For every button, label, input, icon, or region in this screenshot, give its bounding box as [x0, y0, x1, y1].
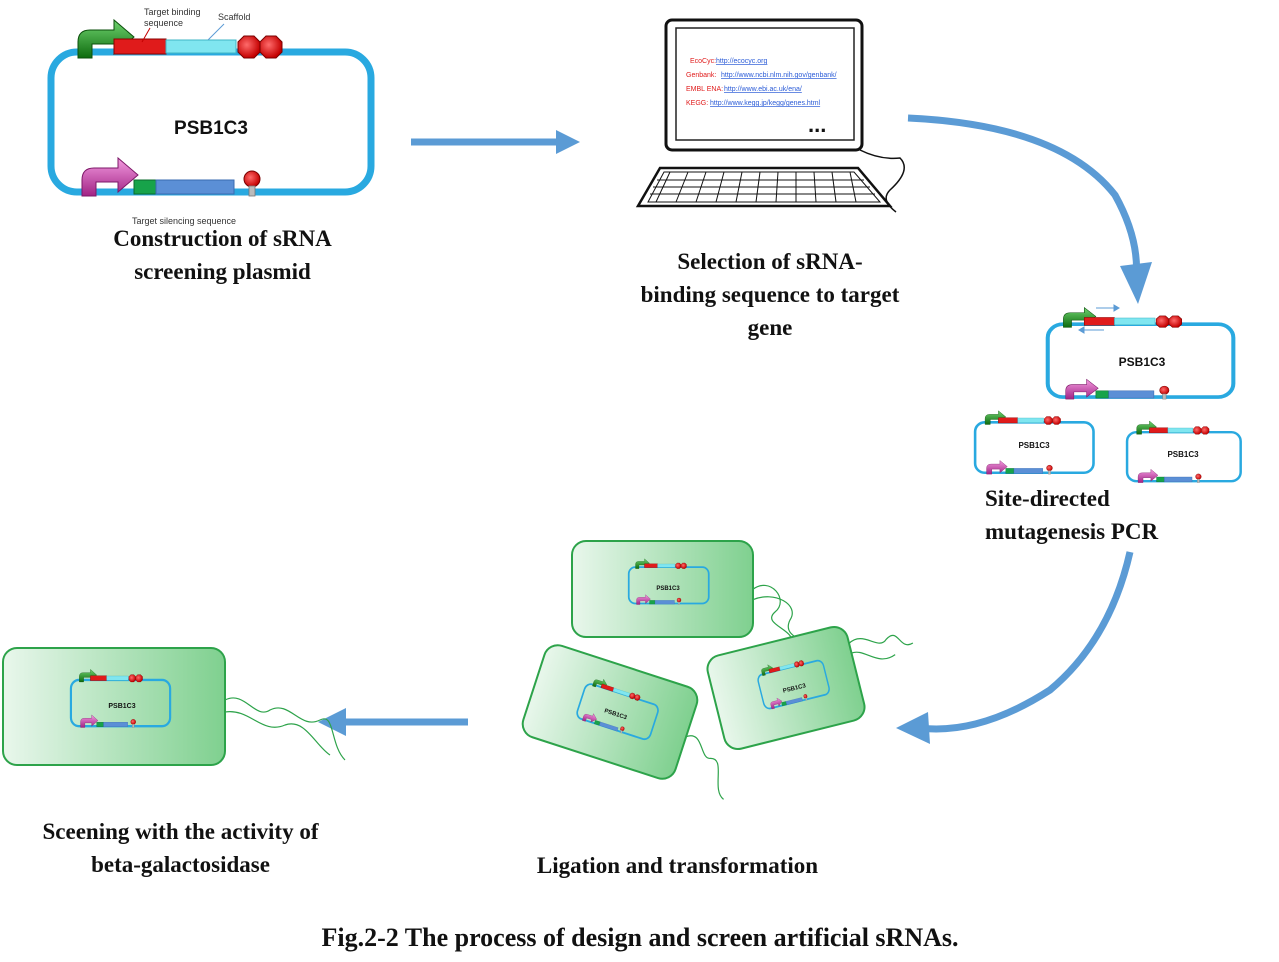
plasmid-name-main: PSB1C3	[174, 118, 248, 139]
arrow-to-mutagenesis	[907, 114, 1152, 304]
screen-ellipsis: ...	[808, 112, 826, 137]
arrow-to-screening	[318, 708, 468, 736]
db-name: EMBL ENA:	[686, 86, 723, 93]
scaffold-pointer	[207, 23, 225, 41]
caption-line: Selection of sRNA-	[677, 249, 863, 274]
caption-construction: Construction of sRNA screening plasmid	[90, 222, 355, 288]
screening-cell: PSB1C3	[2, 647, 346, 766]
db-url[interactable]: http://ecocyc.org	[716, 58, 767, 65]
caption-line: Ligation and transformation	[536, 853, 819, 878]
plasmid-name-small: PSB1C3	[1018, 441, 1050, 450]
plasmid-name-cell: PSB1C3	[782, 683, 807, 695]
db-name: KEGG:	[686, 100, 708, 107]
caption-mutagenesis: Site-directed mutagenesis PCR	[985, 482, 1205, 548]
target-binding-pointer	[141, 27, 151, 43]
caption-screening: Sceening with the activity of beta-galac…	[18, 815, 343, 881]
arrow-to-selection	[411, 130, 580, 154]
scaffold-label: Scaffold	[218, 12, 250, 22]
caption-selection: Selection of sRNA- binding sequence to t…	[625, 245, 915, 344]
bacterial-cell: PSB1C3	[706, 625, 914, 751]
plasmid-name-small: PSB1C3	[1167, 450, 1199, 459]
caption-ligation: Ligation and transformation	[500, 849, 855, 882]
target-silencing-label: Target silencing sequence	[132, 216, 236, 226]
db-url[interactable]: http://www.ncbi.nlm.nih.gov/genbank/	[721, 72, 837, 79]
caption-line: mutagenesis PCR	[985, 519, 1159, 544]
db-name: Genbank:	[686, 72, 716, 79]
caption-line: Sceening with the activity of	[42, 819, 319, 844]
caption-line: gene	[747, 315, 793, 340]
mutagenesis-plasmid-large	[1048, 308, 1234, 400]
primer-arrows	[1078, 304, 1120, 334]
target-binding-label-line1: Target binding	[144, 7, 201, 17]
plasmid-name-cell: PSB1C3	[656, 586, 680, 592]
bacterial-cell: PSB1C3	[521, 644, 724, 800]
caption-line: Site-directed	[985, 486, 1110, 511]
caption-line: binding sequence to target	[640, 282, 900, 307]
db-url[interactable]: http://www.ebi.ac.uk/ena/	[724, 86, 802, 93]
caption-line: screening plasmid	[134, 259, 311, 284]
caption-line: beta-galactosidase	[91, 852, 270, 877]
construction-plasmid	[51, 20, 371, 196]
figure-caption: Fig.2-2 The process of design and screen…	[321, 923, 959, 952]
db-url[interactable]: http://www.kegg.jp/kegg/genes.html	[710, 100, 821, 107]
plasmid-name-screening: PSB1C3	[108, 703, 135, 710]
plasmid-name-large: PSB1C3	[1119, 355, 1166, 369]
target-binding-label-line2: sequence	[144, 18, 183, 28]
db-name: EcoCyc:	[690, 58, 716, 65]
caption-line: Construction of sRNA	[113, 226, 332, 251]
database-list: EcoCyc: http://ecocyc.org Genbank: http:…	[686, 58, 837, 137]
keyboard	[635, 166, 893, 208]
computer-illustration: EcoCyc: http://ecocyc.org Genbank: http:…	[635, 18, 905, 213]
arrow-to-ligation	[896, 551, 1134, 744]
